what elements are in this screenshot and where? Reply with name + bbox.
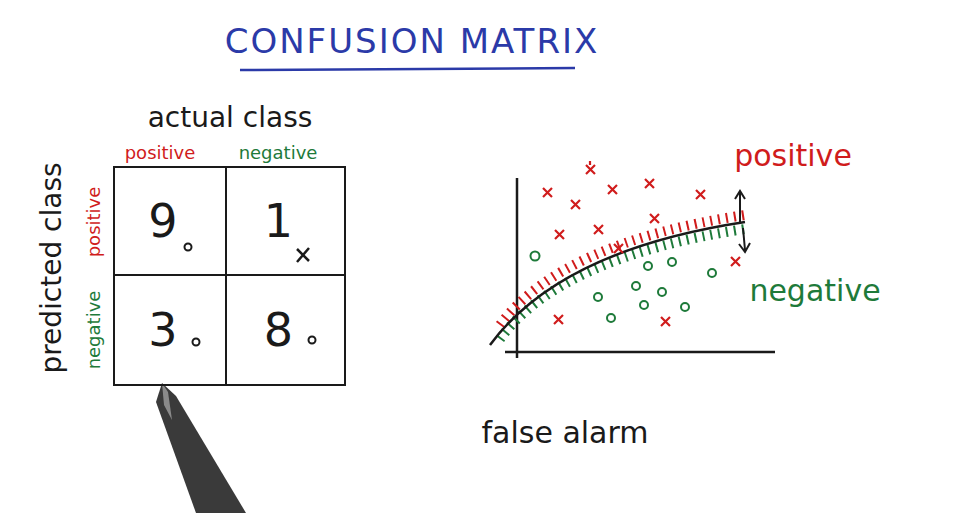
cross-point [543,188,552,197]
circle-point [640,301,648,309]
cross-point [555,230,564,239]
title: CONFUSION MATRIX [225,23,600,60]
cell-count: 8 [264,307,307,353]
decision-boundary [490,222,745,345]
cross-point [661,317,670,326]
cross-point [614,244,623,253]
cell-count: 3 [148,307,191,353]
y-axis [516,178,519,358]
positive-points [543,161,740,326]
circle-point [658,288,666,296]
negative-points [531,252,717,323]
matrix-cell: 1 [225,166,346,276]
circle-mark [193,339,200,346]
circle-point [607,314,615,322]
row-header: negative [84,291,104,370]
title-underline [240,68,575,70]
pen [156,383,246,513]
cell-count: 1 [264,198,307,244]
negative-hatching [500,229,745,339]
cross-point [586,161,595,174]
cell-count: 9 [148,198,191,244]
region-label: negative [749,274,880,307]
caption-note: false alarm [481,416,648,449]
down-arrow [739,228,750,252]
column-header: negative [239,143,318,163]
row-header: positive [84,187,104,258]
circle-point [594,293,602,301]
x-axis [505,351,775,354]
circle-point [708,269,716,277]
matrix-cell: 8 [225,274,346,386]
circle-point [668,258,676,266]
cross-point [571,200,580,209]
axis-title: predicted class [37,162,68,373]
pen-body [156,383,246,513]
matrix-cell: 9 [113,166,227,276]
circle-point [681,303,689,311]
cross-point [696,190,705,199]
circle-point [632,282,640,290]
column-header: positive [125,143,196,163]
cross-point [554,315,563,324]
cross-point [650,214,659,223]
matrix-cell: 3 [113,274,227,386]
circle-mark [309,337,316,344]
up-arrow [735,191,745,222]
circle-point [531,252,540,261]
cross-point [608,185,617,194]
circle-point [644,262,652,270]
cross-point [645,179,654,188]
cross-mark [297,248,309,262]
pen-highlight [162,383,172,420]
circle-mark [185,244,192,251]
axis-title: actual class [148,103,313,134]
region-label: positive [734,139,852,172]
cross-point [594,225,603,234]
cross-point [731,257,740,266]
